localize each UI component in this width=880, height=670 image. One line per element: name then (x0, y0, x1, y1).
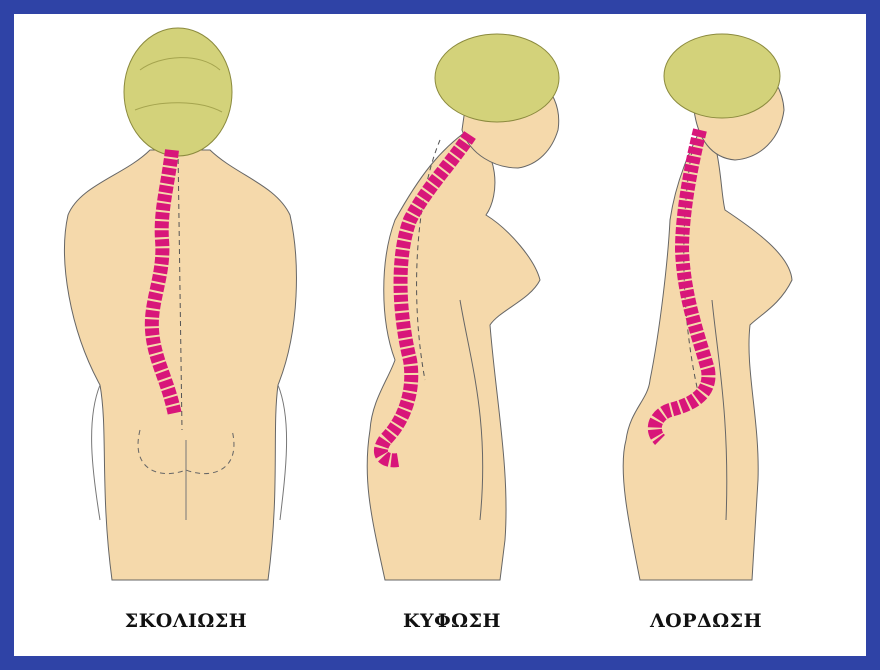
lordosis-figure (623, 34, 792, 580)
scoliosis-label: ΣΚΟΛΙΩΣΗ (66, 610, 306, 632)
side-view-body (367, 130, 540, 580)
kyphosis-figure (367, 34, 559, 580)
lordosis-label: ΛΟΡΔΩΣΗ (586, 610, 826, 632)
hair (435, 34, 559, 122)
hair (124, 28, 232, 156)
kyphosis-label: ΚΥΦΩΣΗ (332, 610, 572, 632)
scoliosis-figure (65, 28, 297, 580)
hair (664, 34, 780, 118)
